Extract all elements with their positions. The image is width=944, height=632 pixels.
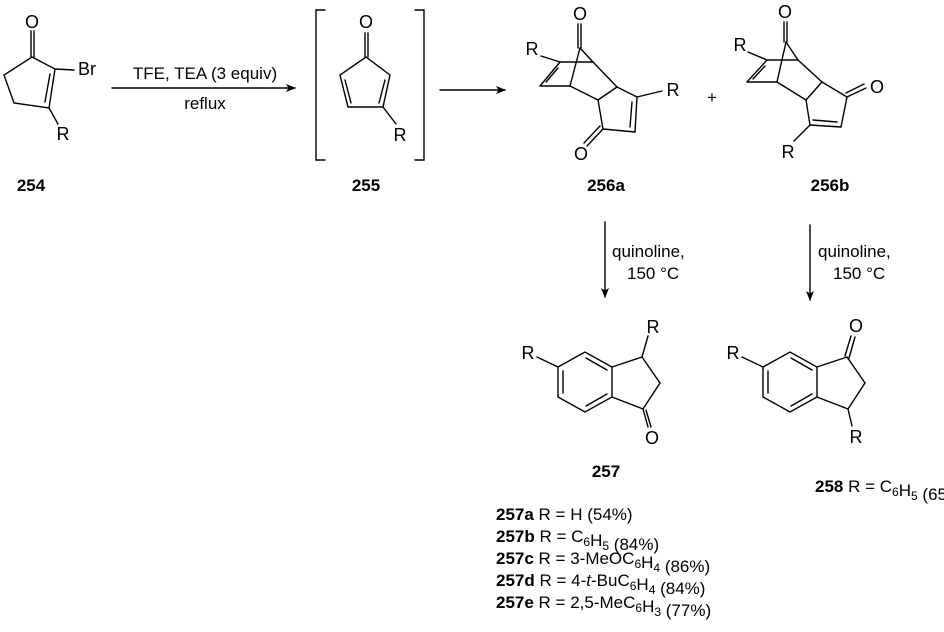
atom-r-group: R <box>782 142 795 162</box>
result-line-257b: 257b R = C6H5 (84%) <box>496 527 659 554</box>
plus-sign: + <box>707 88 717 107</box>
formula-text: t <box>586 571 592 590</box>
formula-text: (77%) <box>661 601 711 620</box>
atom-bromine: Br <box>78 59 96 79</box>
atom-oxygen: O <box>359 12 373 32</box>
atom-oxygen: O <box>574 144 588 164</box>
formula-text: (65%) <box>918 485 944 504</box>
step2a-reagent: quinoline, <box>612 242 685 261</box>
formula-text: H <box>636 575 648 594</box>
atom-r-group: R <box>57 124 70 144</box>
compound-label-256a: 256a <box>587 176 625 195</box>
compound-254-structure: O Br R <box>3 12 96 144</box>
step2a-conditions: 150 °C <box>627 264 679 283</box>
bracket-left <box>315 9 326 161</box>
formula-text: (84%) <box>609 535 659 554</box>
compound-label: 257a <box>496 505 539 524</box>
compound-255-structure: O R <box>339 12 407 145</box>
formula-subscript: 5 <box>602 539 609 553</box>
compound-256a-structure: O R R O <box>526 4 680 164</box>
formula-text: H <box>642 597 654 616</box>
formula-subscript: 4 <box>653 561 660 575</box>
formula-text: R = C <box>848 477 892 496</box>
compound-label: 257c <box>496 549 539 568</box>
compound-label-257: 257 <box>592 462 620 481</box>
result-line-257e: 257e R = 2,5-MeC6H3 (77%) <box>496 593 711 620</box>
formula-text: R = C <box>539 527 583 546</box>
formula-text: R = 2,5-MeC <box>539 593 636 612</box>
formula-text: (86%) <box>660 557 710 576</box>
atom-r-group: R <box>647 317 660 337</box>
formula-subscript: 6 <box>634 557 641 571</box>
compound-label: 257b <box>496 527 539 546</box>
atom-r-group: R <box>522 343 535 363</box>
atom-r-group: R <box>394 125 407 145</box>
formula-subscript: 5 <box>911 489 918 503</box>
compound-258-structure: R O R <box>727 316 866 447</box>
atom-r-group: R <box>727 343 740 363</box>
product-258-description: 258 R = C6H5 (65%) <box>815 477 944 504</box>
formula-subscript: 6 <box>892 485 899 499</box>
formula-subscript: 3 <box>654 605 661 619</box>
atom-oxygen: O <box>778 2 792 22</box>
step1-conditions: reflux <box>184 94 226 113</box>
atom-r-group: R <box>667 80 680 100</box>
formula-subscript: 4 <box>649 583 656 597</box>
atom-oxygen: O <box>870 77 884 97</box>
result-line-257d: 257d R = 4-t-BuC6H4 (84%) <box>496 571 705 598</box>
formula-text: -BuC <box>591 571 630 590</box>
compound-256b-structure: O R O R <box>734 2 885 162</box>
atom-oxygen: O <box>25 12 39 32</box>
step2b-conditions: 150 °C <box>833 264 885 283</box>
formula-text: R = 4- <box>539 571 586 590</box>
results-list-257: 257a R = H (54%)257b R = C6H5 (84%)257c … <box>496 505 711 620</box>
atom-r-group: R <box>526 39 539 59</box>
atom-r-group: R <box>850 427 863 447</box>
step2b-reagent: quinoline, <box>818 242 891 261</box>
compound-label: 257e <box>496 593 539 612</box>
compound-257-structure: R R O <box>522 317 661 448</box>
atom-r-group: R <box>734 35 747 55</box>
bracket-right <box>414 9 425 161</box>
compound-label-256b: 256b <box>811 176 850 195</box>
formula-text: H <box>899 481 911 500</box>
atom-oxygen: O <box>573 4 587 24</box>
result-line-257a: 257a R = H (54%) <box>496 505 633 524</box>
formula-text: R = H (54%) <box>539 505 633 524</box>
formula-subscript: 6 <box>583 535 590 549</box>
step1-reagents: TFE, TEA (3 equiv) <box>133 64 277 83</box>
compound-label: 257d <box>496 571 539 590</box>
atom-oxygen: O <box>645 428 659 448</box>
formula-text: H <box>641 553 653 572</box>
compound-label: 258 <box>815 477 848 496</box>
formula-text: H <box>590 531 602 550</box>
atom-oxygen: O <box>849 316 863 336</box>
result-line-257c: 257c R = 3-MeOC6H4 (86%) <box>496 549 710 576</box>
formula-text: (84%) <box>655 579 705 598</box>
formula-subscript: 6 <box>630 579 637 593</box>
compound-label-254: 254 <box>17 176 46 195</box>
formula-text: R = 3-MeOC <box>539 549 635 568</box>
formula-subscript: 6 <box>635 601 642 615</box>
compound-label-255: 255 <box>352 176 380 195</box>
